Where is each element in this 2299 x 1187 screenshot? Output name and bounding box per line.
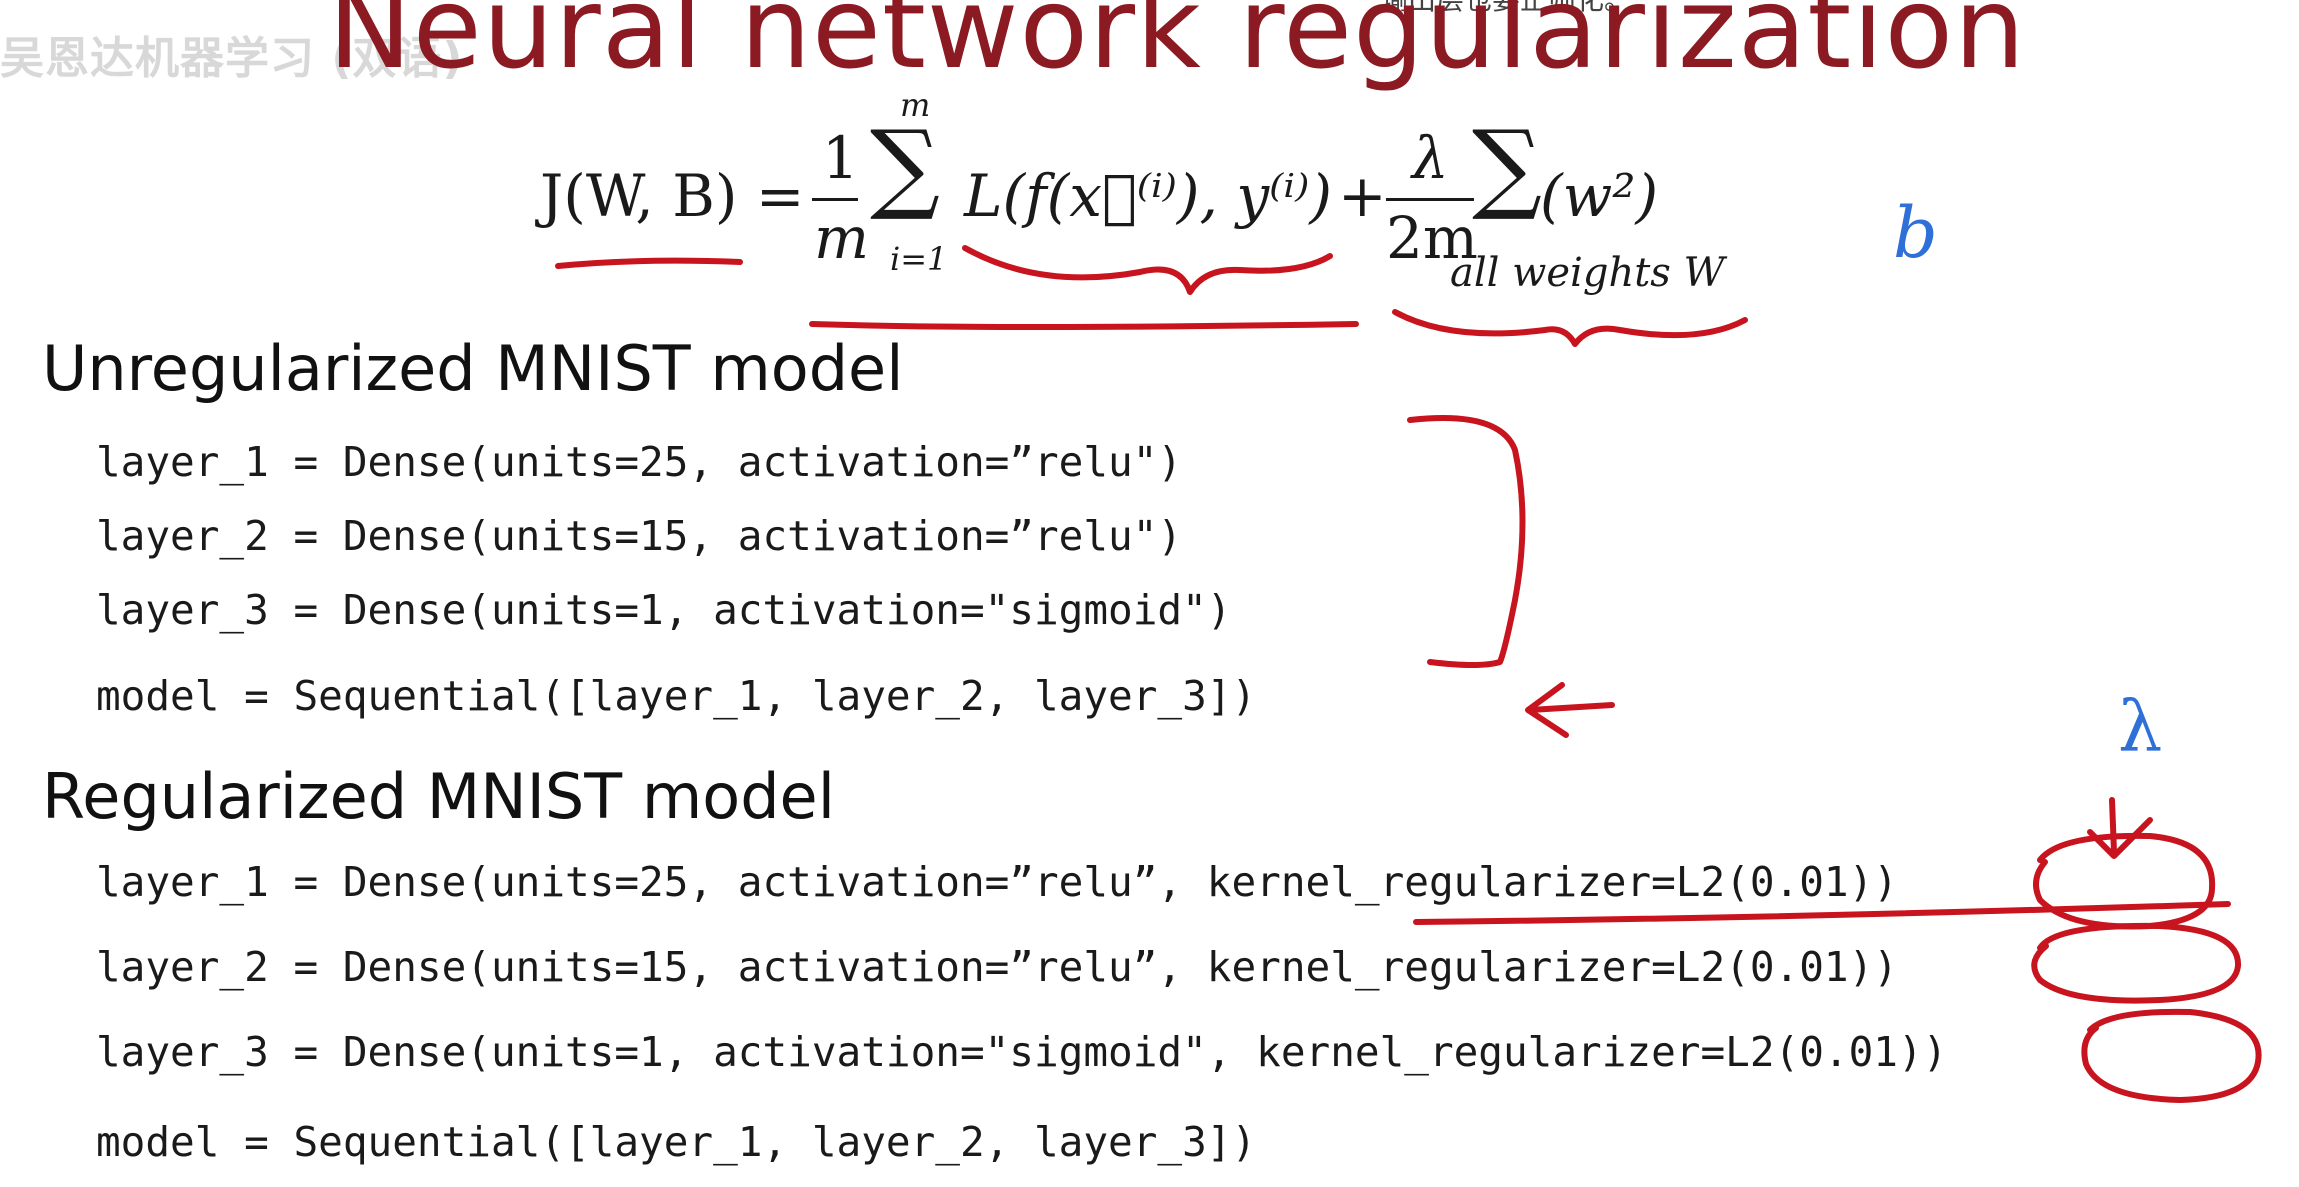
- formula-sum2-bottom: all weights W: [1450, 250, 1725, 296]
- section-heading-regularized: Regularized MNIST model: [42, 760, 835, 833]
- circle-l2-2: [2031, 922, 2241, 1004]
- code-line-reg-4: model = Sequential([layer_1, layer_2, la…: [96, 1118, 1257, 1166]
- subtitle-caption: 输出层也要正则化。: [1380, 0, 1632, 18]
- formula-sigma-2: ∑: [1472, 110, 1542, 224]
- circle-l2-1: [2033, 832, 2216, 930]
- formula-frac2-num: λ: [1412, 124, 1449, 192]
- lambda-arrow-shaft: [2109, 797, 2117, 855]
- formula-reg-term: (w²): [1540, 162, 1659, 230]
- code-line-unreg-3: layer_3 = Dense(units=1, activation="sig…: [96, 586, 1232, 634]
- code-line-reg-2: layer_2 = Dense(units=15, activation=”re…: [96, 943, 1898, 991]
- watermark: 吴恩达机器学习 (双语): [0, 33, 464, 84]
- formula-frac1-num: 1: [822, 124, 859, 192]
- annotation-lambda: λ: [2118, 686, 2163, 768]
- circle-l2-3: [2081, 1008, 2262, 1103]
- formula-sigma: ∑: [870, 110, 940, 224]
- formula-lhs: J(W, B) =: [540, 162, 805, 230]
- code-line-reg-3: layer_3 = Dense(units=1, activation="sig…: [96, 1028, 1948, 1076]
- cost-function-formula: J(W, B) = 1 m m ∑ i=1 L(f(x⃗⁽ⁱ⁾), y⁽ⁱ⁾) …: [540, 86, 1800, 330]
- formula-plus: +: [1338, 162, 1387, 230]
- underline-kernel-regularizer: [1413, 901, 2231, 925]
- formula-frac1-bar: [812, 198, 858, 201]
- arrow-head: [1525, 682, 1569, 738]
- formula-frac2-bar: [1386, 198, 1474, 201]
- lambda-arrow-head: [2087, 817, 2153, 859]
- code-line-reg-1: layer_1 = Dense(units=25, activation=”re…: [96, 858, 1898, 906]
- formula-frac2-den: 2m: [1386, 204, 1478, 272]
- code-line-unreg-4: model = Sequential([layer_1, layer_2, la…: [96, 672, 1257, 720]
- slide-title: Neural network regularization: [328, 0, 2026, 94]
- bracket-unregularized: [1407, 415, 1526, 668]
- code-line-unreg-2: layer_2 = Dense(units=15, activation=”re…: [96, 512, 1183, 560]
- section-heading-unregularized: Unregularized MNIST model: [42, 332, 904, 405]
- formula-sum-bottom: i=1: [890, 240, 948, 278]
- formula-frac1-den: m: [814, 204, 869, 272]
- formula-sum-top: m: [900, 86, 931, 124]
- formula-loss: L(f(x⃗⁽ⁱ⁾), y⁽ⁱ⁾): [964, 162, 1332, 230]
- arrow-shaft: [1527, 702, 1615, 713]
- annotation-b: b: [1893, 192, 1938, 274]
- code-line-unreg-1: layer_1 = Dense(units=25, activation=”re…: [96, 438, 1183, 486]
